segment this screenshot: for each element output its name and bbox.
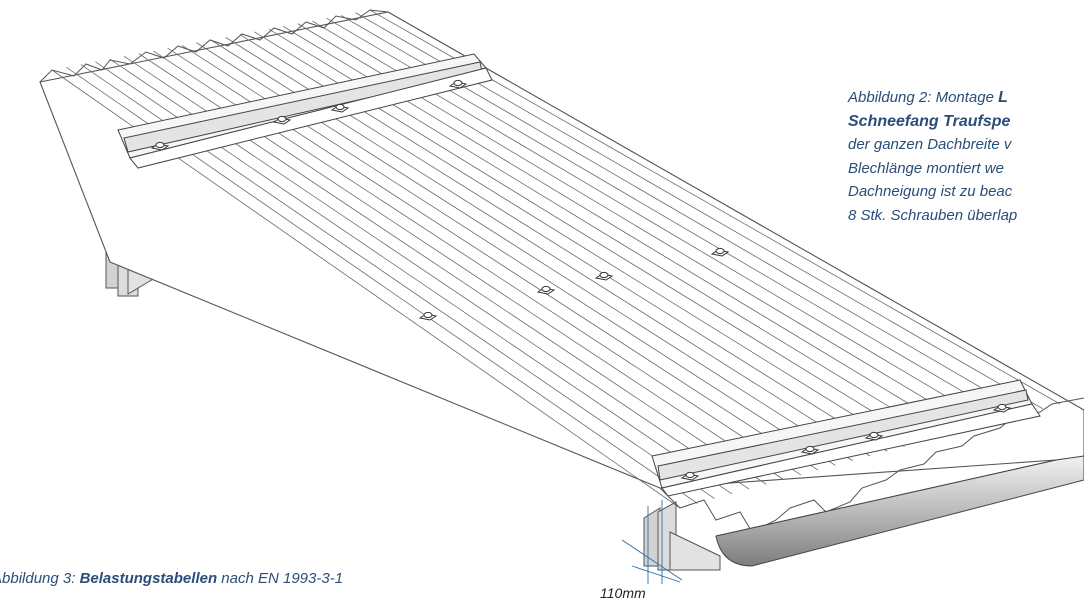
caption-figure-3: Abbildung 3: Belastungstabellen nach EN … [0, 570, 343, 587]
caption-2-line-5: Dachneigung ist zu beac [848, 183, 1013, 200]
screw-head [335, 103, 345, 111]
dimension-label: 110mm [600, 585, 646, 601]
screw-head [453, 79, 463, 87]
screw-head [155, 141, 165, 149]
screw-head [685, 471, 695, 479]
dimension-110mm [621, 500, 683, 584]
caption-2-line-4: Blechlänge montiert we [848, 159, 1004, 177]
caption-2-line-2: Schneefang Traufspe [848, 112, 1011, 130]
screw-head [805, 445, 815, 453]
caption-3-prefix: Abbildung 3: [0, 570, 80, 587]
caption-2-bold-start: L [998, 89, 1008, 106]
caption-3-bold: Belastungstabellen [79, 570, 218, 587]
front-edge-profile [39, 9, 389, 83]
screw-head [277, 115, 287, 123]
trapezoidal-roof-sheet [39, 9, 1084, 533]
caption-figure-2: Abbildung 2: Montage L Schneefang Traufs… [848, 86, 1017, 227]
snow-guard-bottom [651, 379, 1041, 497]
snow-guard-top [117, 53, 493, 169]
rear-edge-profile [659, 397, 1084, 533]
caption-2-line-3: der ganzen Dachbreite v [848, 136, 1012, 153]
caption-2-line-6: 8 Stk. Schrauben überlap [848, 206, 1018, 224]
screw-head [997, 403, 1007, 411]
screw-head [869, 431, 879, 439]
screw-head [423, 311, 433, 319]
screw-head [541, 285, 551, 293]
screw-head [599, 271, 609, 279]
caption-3-suffix: nach EN 1993-3-1 [217, 570, 344, 587]
screw-head [715, 247, 725, 255]
gutter [715, 455, 1084, 567]
fasteners [150, 79, 1012, 481]
caption-2-prefix: Abbildung 2: Montage [848, 89, 999, 106]
